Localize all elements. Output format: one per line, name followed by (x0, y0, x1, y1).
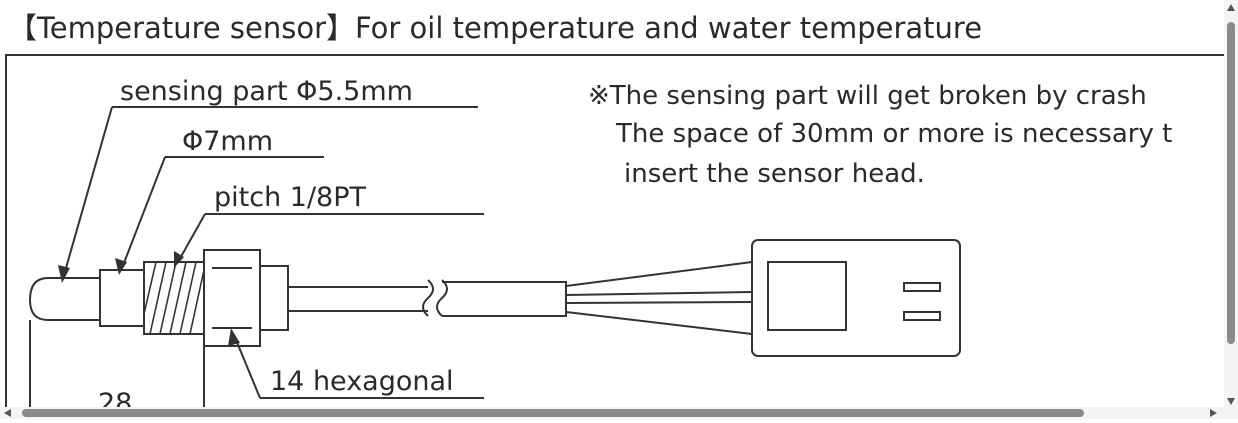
connector-housing (751, 239, 961, 357)
horizontal-scrollbar[interactable] (0, 407, 1224, 419)
note-line-1: ※The sensing part will get broken by cra… (588, 81, 1147, 111)
hexagonal-label: 14 hexagonal (270, 366, 454, 397)
vertical-scrollbar[interactable] (1224, 0, 1238, 419)
hexagonal-leader (233, 334, 261, 399)
note-line-2: The space of 30mm or more is necessary t (615, 119, 1172, 149)
sensing-part-leader (63, 106, 113, 276)
connector-latch (767, 261, 847, 331)
scroll-left-arrow-icon[interactable] (4, 409, 11, 417)
horizontal-scroll-thumb[interactable] (22, 409, 1084, 417)
scroll-down-arrow-icon[interactable] (1227, 398, 1235, 405)
cable-sleeve (442, 281, 567, 317)
scroll-right-arrow-icon[interactable] (1210, 409, 1217, 417)
sensor-body (99, 269, 145, 327)
cable-break-mark (422, 279, 434, 317)
diagram-title: 【Temperature sensor】For oil temperature … (8, 11, 982, 45)
diameter-leader (121, 156, 166, 269)
diameter-arrowhead (115, 258, 127, 275)
wire-2 (565, 291, 753, 296)
cable-break-mark-2 (436, 279, 448, 317)
diameter-label: Φ7mm (182, 126, 273, 157)
wire-1 (565, 261, 753, 287)
diagram-frame (5, 54, 1228, 410)
wire-4 (565, 311, 753, 335)
connector-pin-1 (903, 282, 941, 292)
sensing-part-label: sensing part Φ5.5mm (120, 76, 413, 107)
connector-pin-2 (903, 311, 941, 321)
hexagonal-arrowhead (228, 328, 240, 346)
pitch-arrowhead (174, 251, 184, 268)
scroll-up-arrow-icon[interactable] (1227, 4, 1235, 11)
note-line-3: insert the sensor head. (624, 159, 925, 189)
pitch-leader (177, 213, 206, 263)
sensing-tip (28, 277, 101, 321)
vertical-scroll-thumb[interactable] (1227, 22, 1235, 344)
pitch-label: pitch 1/8PT (214, 182, 367, 213)
sensor-collar (259, 265, 289, 331)
thread-hatching (143, 261, 205, 335)
wire-3 (565, 301, 753, 304)
sensing-part-arrowhead (58, 265, 70, 283)
